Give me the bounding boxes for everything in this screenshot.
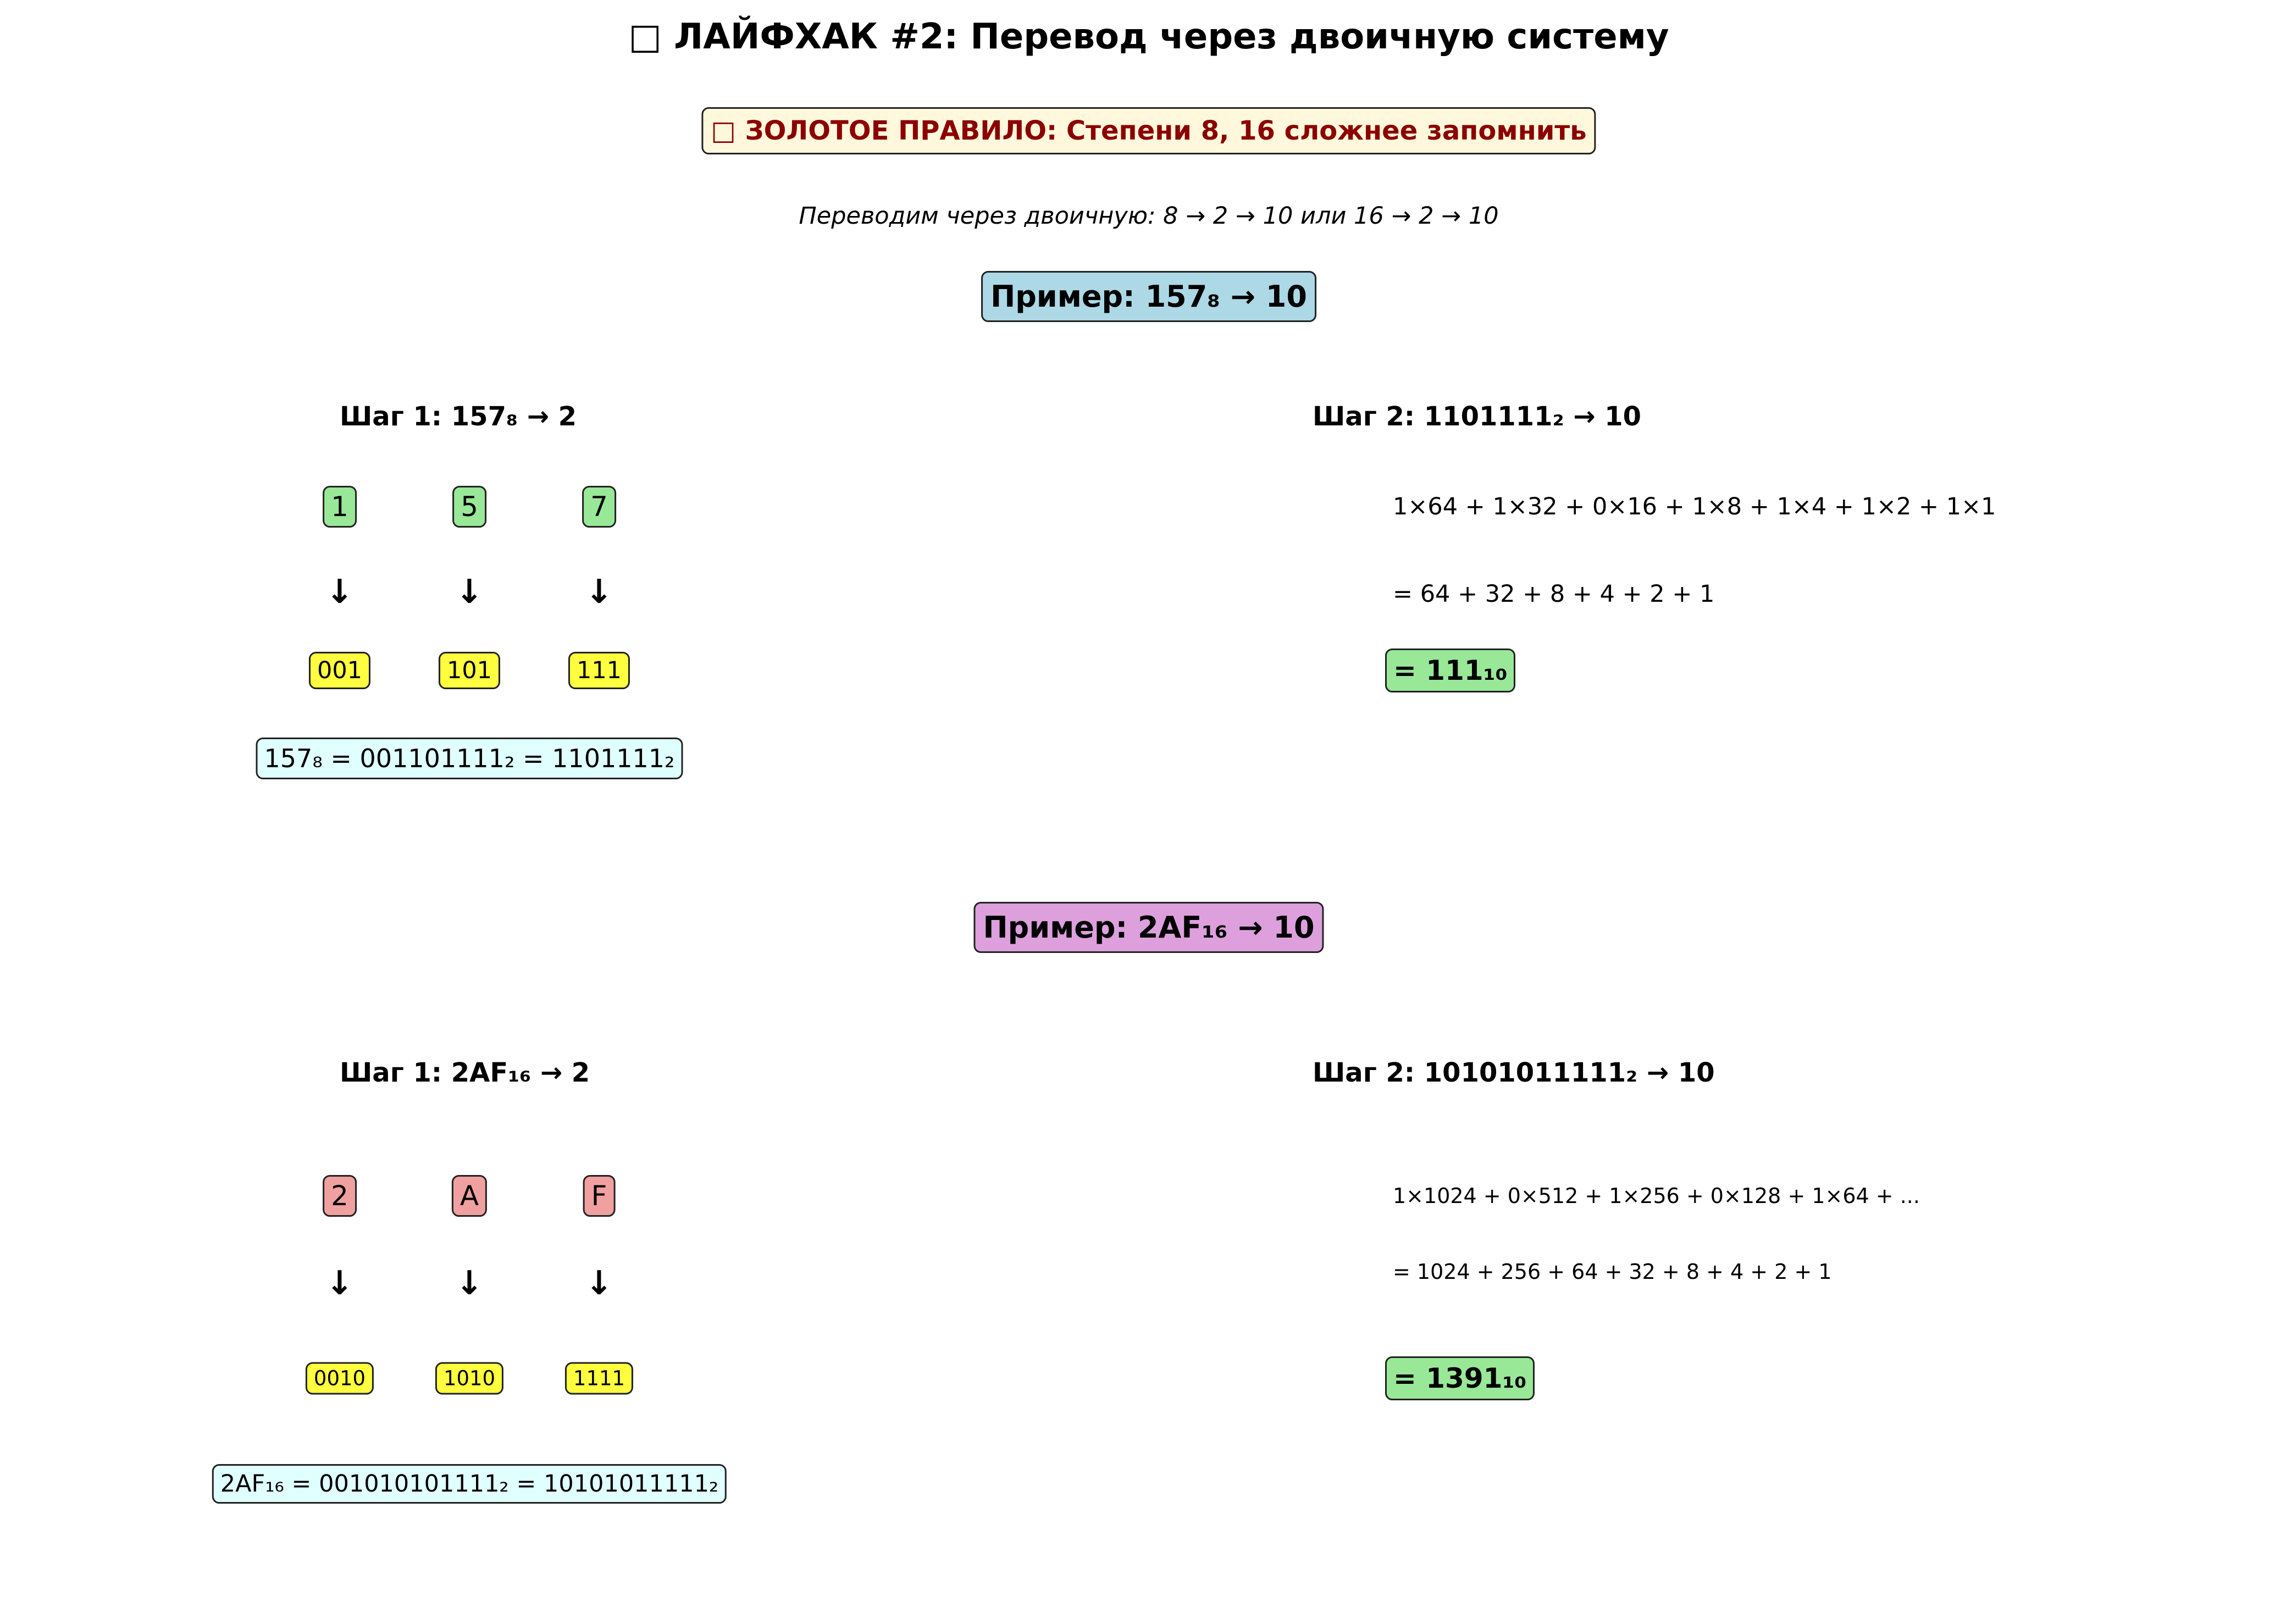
down-arrow-icon: ↓ [585, 573, 613, 611]
example2-binary-group: 0010 [305, 1362, 374, 1395]
example1-digit: 7 [582, 486, 616, 528]
down-arrow-icon: ↓ [455, 573, 484, 611]
example2-header: Пример: 2AF₁₆ → 10 [973, 902, 1324, 953]
example1-sum: = 64 + 32 + 8 + 4 + 2 + 1 [1393, 580, 1715, 608]
golden-rule-banner: □ ЗОЛОТОЕ ПРАВИЛО: Степени 8, 16 сложнее… [701, 107, 1596, 154]
down-arrow-icon: ↓ [325, 1264, 354, 1302]
example2-step2-title: Шаг 2: 10101011111₂ → 10 [1313, 1057, 1715, 1088]
example2-sum: = 1024 + 256 + 64 + 32 + 8 + 4 + 2 + 1 [1393, 1260, 1832, 1284]
example1-binary-summary: 157₈ = 001101111₂ = 1101111₂ [256, 738, 683, 779]
example2-digit: A [451, 1175, 488, 1217]
example2-binary-group: 1010 [435, 1362, 504, 1395]
example2-binary-summary: 2AF₁₆ = 001010101111₂ = 10101011111₂ [212, 1464, 727, 1504]
example1-digit: 1 [323, 486, 357, 528]
example1-step2-title: Шаг 2: 1101111₂ → 10 [1313, 401, 1642, 432]
example1-step1-title: Шаг 1: 157₈ → 2 [340, 401, 577, 432]
example2-expansion: 1×1024 + 0×512 + 1×256 + 0×128 + 1×64 + … [1393, 1184, 1920, 1208]
page-title: □ ЛАЙФХАК #2: Перевод через двоичную сис… [628, 16, 1669, 57]
example1-binary-group: 101 [438, 652, 501, 689]
example2-digit: F [583, 1175, 616, 1217]
example2-result: = 1391₁₀ [1385, 1356, 1535, 1400]
down-arrow-icon: ↓ [585, 1264, 613, 1302]
down-arrow-icon: ↓ [455, 1264, 484, 1302]
down-arrow-icon: ↓ [325, 573, 354, 611]
example1-result: = 111₁₀ [1385, 649, 1516, 692]
example1-expansion: 1×64 + 1×32 + 0×16 + 1×8 + 1×4 + 1×2 + 1… [1393, 493, 1996, 520]
example2-binary-group: 1111 [564, 1362, 634, 1395]
example1-digit: 5 [452, 486, 486, 528]
example2-step1-title: Шаг 1: 2AF₁₆ → 2 [340, 1057, 590, 1088]
example1-binary-group: 001 [308, 652, 371, 689]
example1-binary-group: 111 [568, 652, 630, 689]
subtitle: Переводим через двоичную: 8 → 2 → 10 или… [799, 202, 1499, 230]
example2-digit: 2 [323, 1175, 357, 1217]
example1-header: Пример: 157₈ → 10 [981, 271, 1316, 322]
